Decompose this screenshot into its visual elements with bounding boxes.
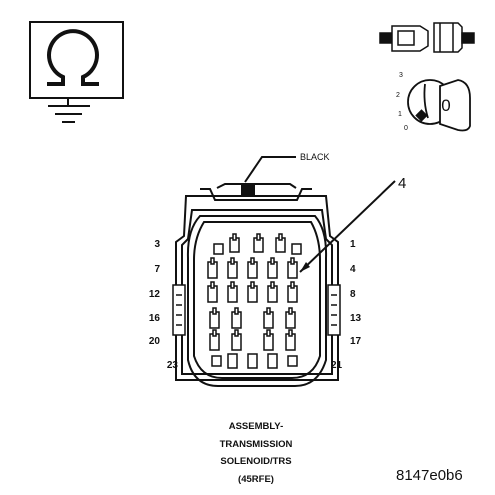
connector-latches <box>172 284 341 336</box>
pin-label-1: 1 <box>350 239 356 250</box>
key-position-label-0: 0 <box>404 125 408 132</box>
caption-line-2: TRANSMISSION <box>219 438 293 450</box>
caption-line-3: SOLENOID/TRS <box>220 456 292 467</box>
callout-number: 4 <box>398 175 407 192</box>
connector-terminals <box>207 233 302 369</box>
caption-line-4: (45RFE) <box>238 473 274 485</box>
connector-body <box>175 183 339 387</box>
caption-line-1: ASSEMBLY- <box>228 421 284 432</box>
pin-label-12: 12 <box>148 289 160 300</box>
ignition-off-position-label: 0 <box>441 96 450 115</box>
black-color-tab <box>241 184 255 196</box>
pin-label-20: 20 <box>148 336 160 347</box>
connector-disconnect-icon <box>379 22 475 53</box>
pin-label-23: 23 <box>166 360 178 371</box>
key-position-label-3: 3 <box>399 72 403 79</box>
callout-lines <box>244 156 396 273</box>
key-position-label-1: 1 <box>398 111 402 118</box>
pin-label-17: 17 <box>350 336 362 347</box>
pin-label-4: 4 <box>350 264 356 275</box>
pin-label-3: 3 <box>154 239 160 250</box>
pin-label-8: 8 <box>350 289 356 300</box>
figure-id: 8147e0b6 <box>396 467 463 484</box>
callout-arrowhead <box>300 262 310 272</box>
pin-label-7: 7 <box>154 264 160 275</box>
key-position-label-2: 2 <box>396 92 400 99</box>
connector-caption: ASSEMBLY- TRANSMISSION SOLENOID/TRS (45R… <box>196 418 316 488</box>
ignition-key-icon <box>407 79 471 132</box>
pin-label-16: 16 <box>148 313 160 324</box>
ohmmeter-icon <box>29 21 124 123</box>
pin-label-13: 13 <box>350 313 362 324</box>
pin-label-21: 21 <box>331 360 343 371</box>
connector-color-label: BLACK <box>300 152 330 162</box>
